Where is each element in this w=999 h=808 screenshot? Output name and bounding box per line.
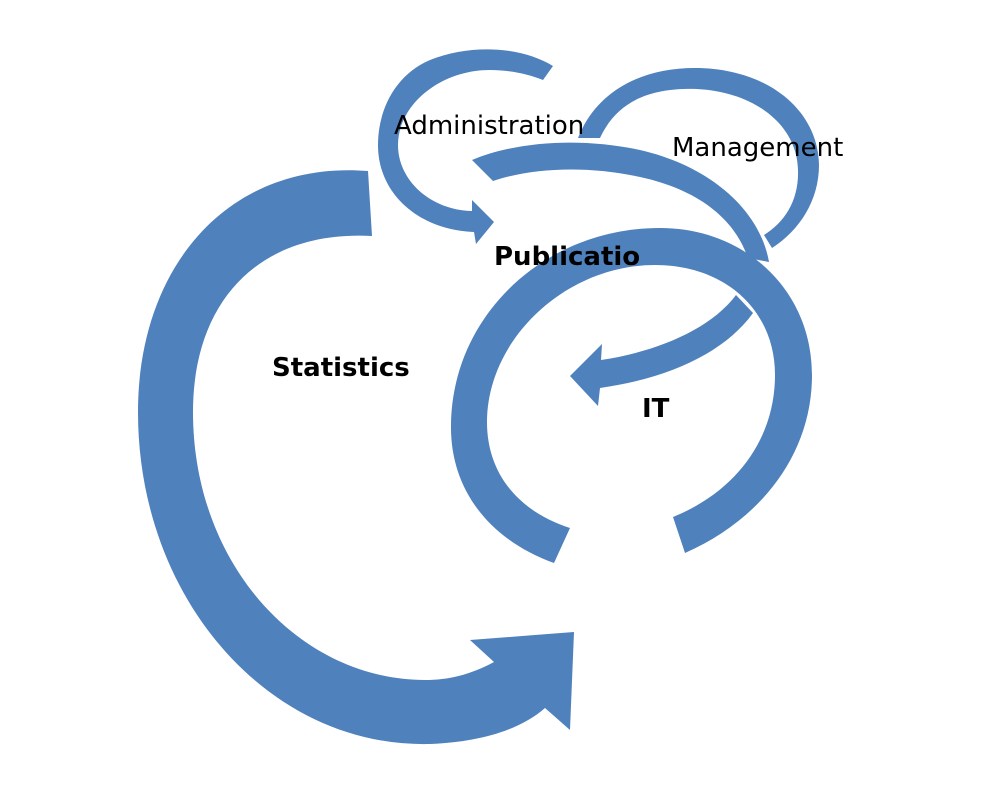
publications-arrow-head (570, 295, 753, 406)
it-label: IT (642, 394, 670, 424)
it-circular-arc (450, 228, 812, 563)
administration-circular-arrow (378, 49, 553, 244)
publications-arc-back (472, 142, 769, 262)
statistics-circular-arrow (138, 170, 574, 745)
administration-label: Administration (394, 111, 584, 141)
publications-label: Publications (494, 242, 674, 272)
management-label: Management (672, 133, 843, 163)
statistics-label: Statistics (272, 353, 410, 383)
